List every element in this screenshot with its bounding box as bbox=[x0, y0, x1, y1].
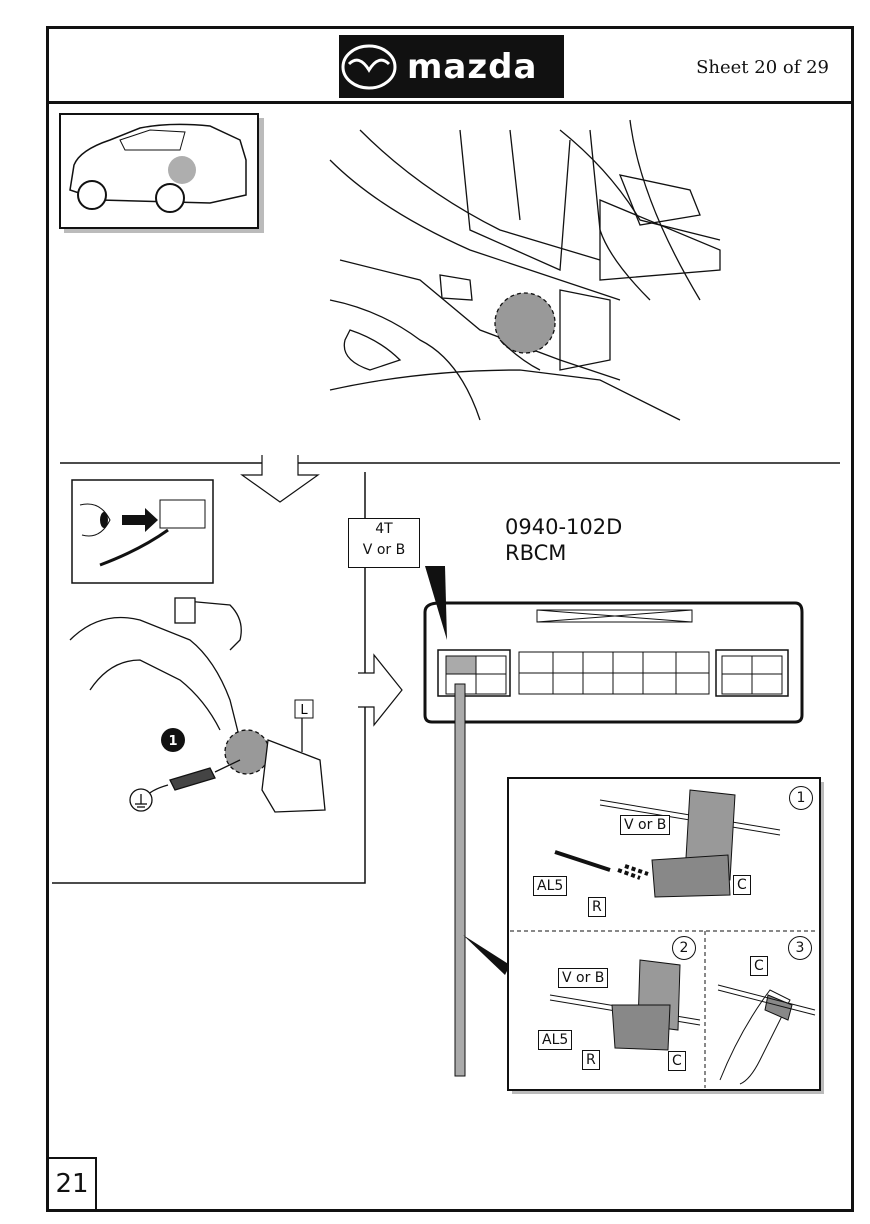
connector-name: RBCM bbox=[505, 541, 567, 565]
step-marker-label: 1 bbox=[168, 734, 177, 749]
step-marker bbox=[161, 728, 185, 752]
pin-wire-color: V or B bbox=[362, 542, 406, 558]
wire-label-al5: AL5 bbox=[533, 876, 568, 896]
wire-label-r: R bbox=[588, 897, 606, 917]
connector-label-l: L bbox=[300, 703, 308, 718]
right-arrow-icon bbox=[358, 653, 403, 727]
step-2-number: 2 bbox=[672, 936, 696, 960]
rbcm-location-drawing bbox=[329, 119, 721, 421]
mazda-wing-icon bbox=[341, 44, 397, 89]
connector-code: 0940-102D bbox=[505, 515, 623, 539]
connector-id: 0940-102D RBCM bbox=[505, 514, 622, 566]
step-1-number: 1 bbox=[789, 786, 813, 810]
wire-label-al5-2: AL5 bbox=[538, 1030, 573, 1050]
inspect-connector-inset bbox=[71, 479, 214, 584]
wire-label-r-2: R bbox=[582, 1050, 600, 1070]
rbcm-connector-face bbox=[423, 601, 804, 724]
tap-label-c-3: C bbox=[750, 956, 768, 976]
pin-number: 4T bbox=[375, 521, 393, 537]
down-arrow-icon bbox=[240, 455, 320, 503]
instruction-sheet: mazda Sheet 20 of 29 21 bbox=[46, 26, 854, 1212]
wire-label-v-or-b-2: V or B bbox=[558, 968, 609, 988]
sheet-counter: Sheet 20 of 29 bbox=[696, 57, 829, 78]
tap-label-c: C bbox=[733, 875, 751, 895]
ground-wire-drawing bbox=[69, 597, 326, 813]
page-header: mazda Sheet 20 of 29 bbox=[49, 29, 851, 104]
step-3-number: 3 bbox=[788, 936, 812, 960]
pin-callout: 4T V or B bbox=[348, 518, 420, 568]
brand-logo: mazda bbox=[339, 35, 564, 98]
page-number: 21 bbox=[49, 1157, 97, 1209]
tap-label-c-2: C bbox=[668, 1051, 686, 1071]
wire-label-v-or-b: V or B bbox=[620, 815, 671, 835]
vehicle-location-thumbnail bbox=[59, 113, 264, 233]
brand-wordmark: mazda bbox=[407, 46, 538, 87]
arrow-icon bbox=[122, 508, 158, 532]
